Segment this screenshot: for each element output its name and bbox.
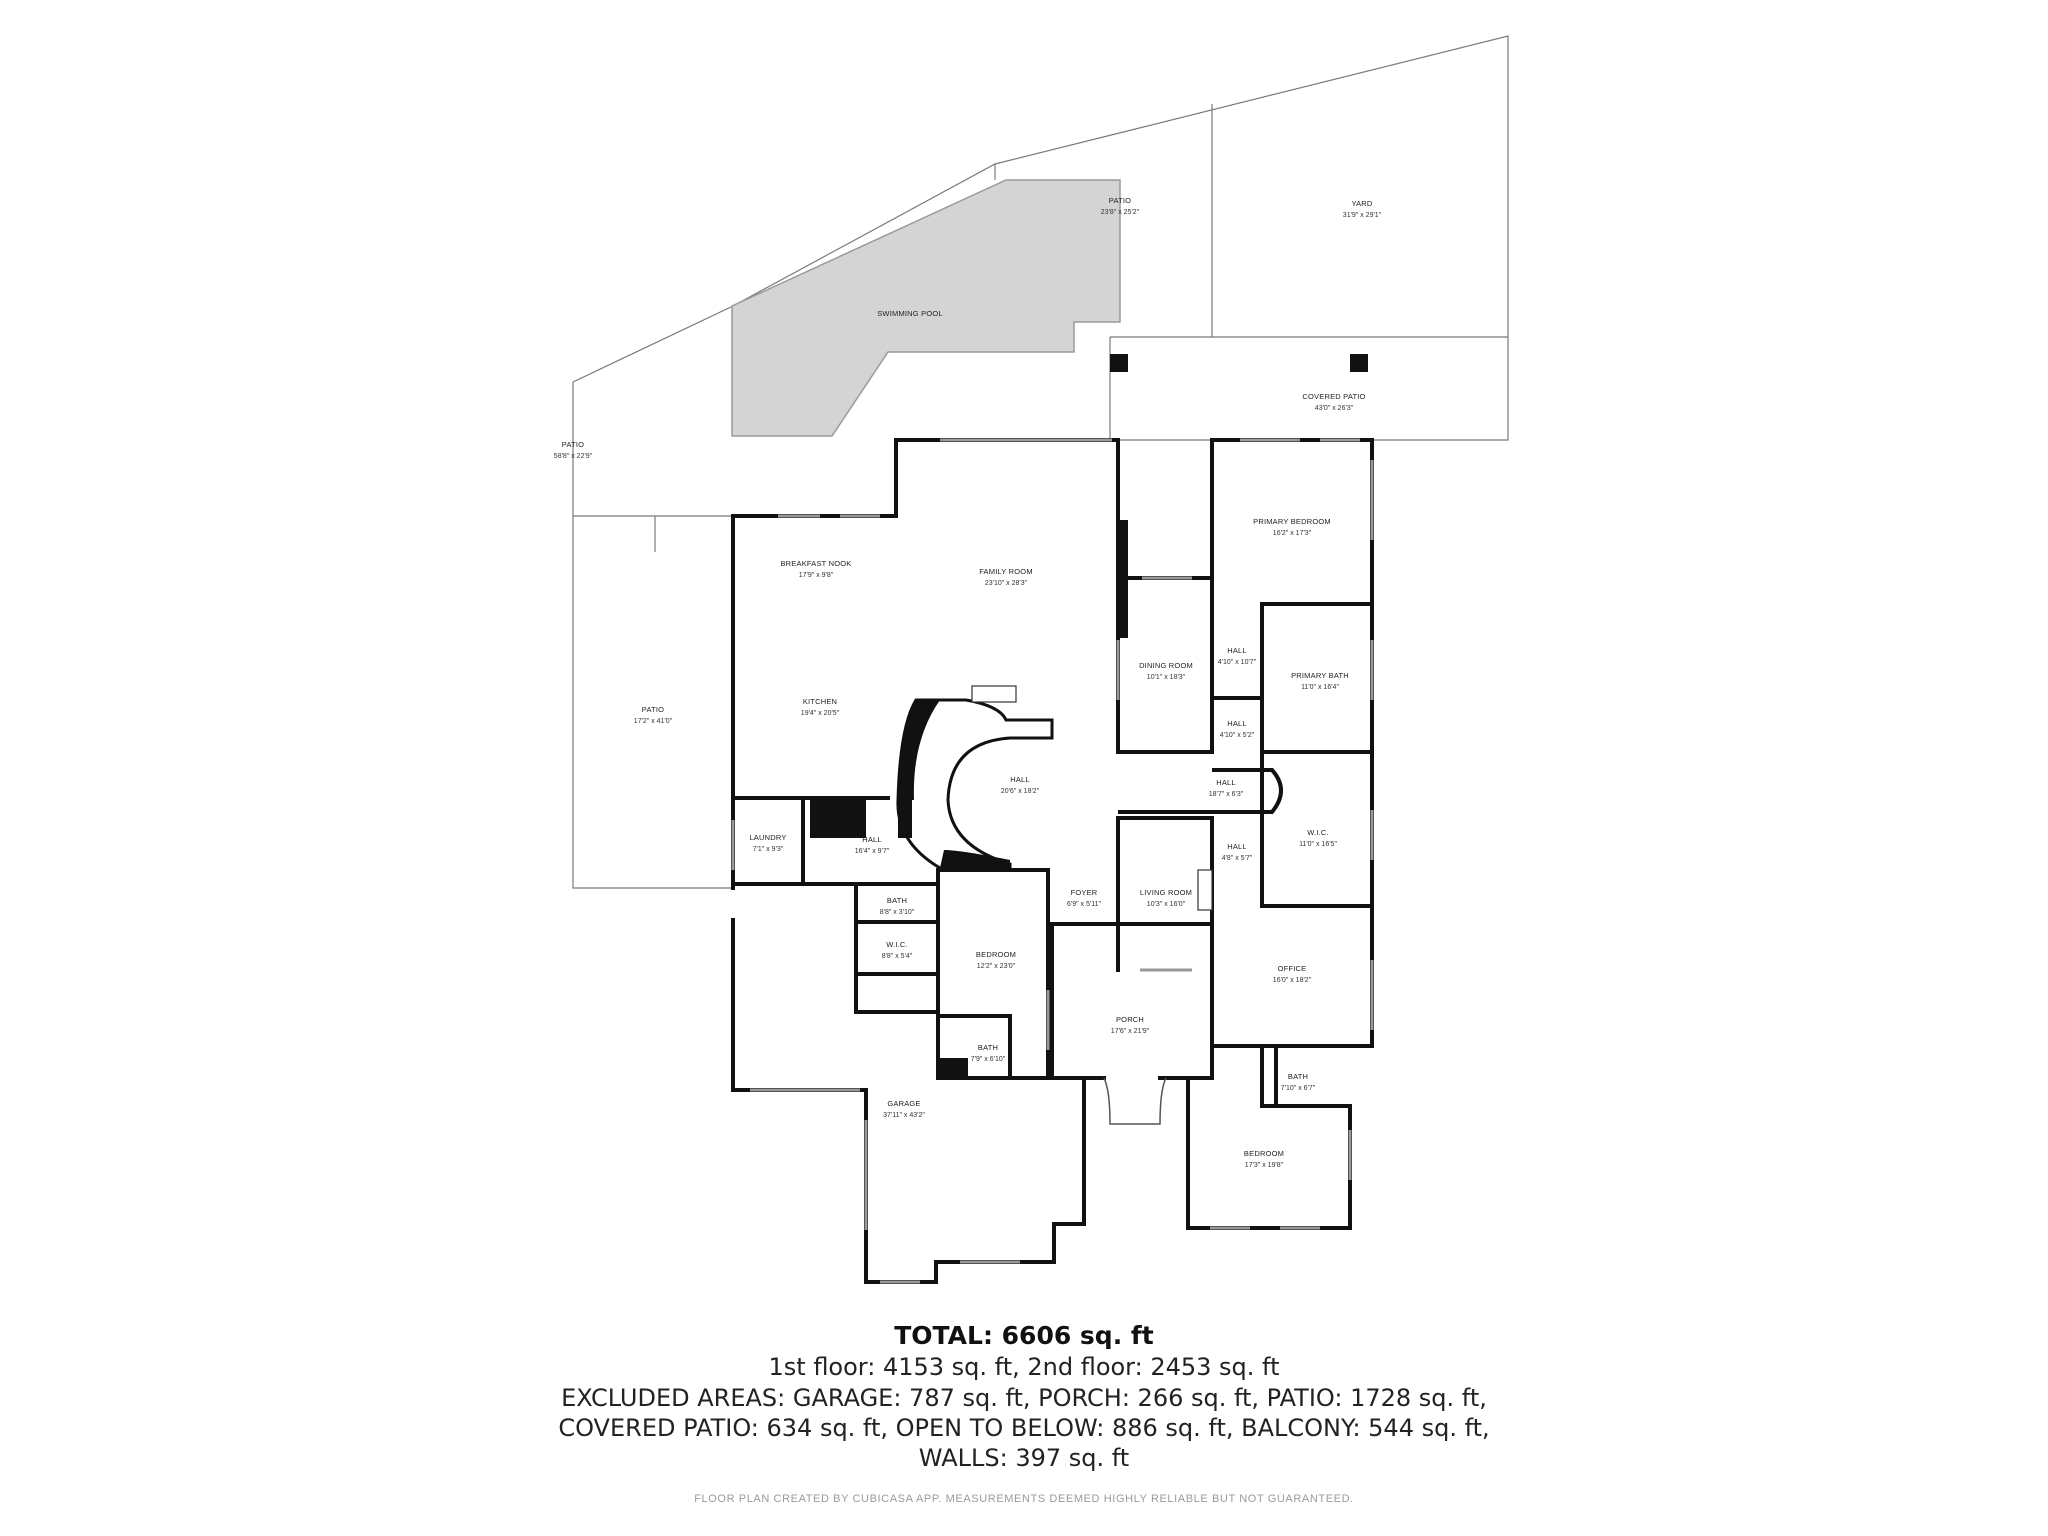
room-name-hall-b: HALL [1227, 719, 1247, 728]
room-labels: PATIO 58'8" x 22'9" SWIMMING POOL PATIO … [554, 196, 1382, 1169]
room-dim-covered-patio: 43'0" x 26'3" [1315, 405, 1354, 412]
excluded-areas-line-2: COVERED PATIO: 634 sq. ft, OPEN TO BELOW… [558, 1414, 1490, 1442]
room-dim-patio-top: 23'8" x 25'2" [1101, 209, 1140, 216]
excluded-areas-line-1: EXCLUDED AREAS: GARAGE: 787 sq. ft, PORC… [561, 1384, 1487, 1412]
wall-block [940, 1058, 968, 1078]
room-name-office: OFFICE [1278, 964, 1307, 973]
room-name-bath-b: BATH [978, 1043, 998, 1052]
outdoor-outlines [572, 35, 1509, 889]
room-name-swimming-pool: SWIMMING POOL [877, 309, 943, 318]
stair-solid [898, 794, 912, 838]
room-name-bath-a: BATH [887, 896, 907, 905]
room-dim-bath-a: 8'8" x 3'10" [880, 909, 915, 916]
room-dim-bedroom-b: 17'3" x 19'8" [1245, 1162, 1284, 1169]
room-dim-porch: 17'6" x 21'9" [1111, 1028, 1150, 1035]
room-dim-patio-side: 17'2" x 41'0" [634, 718, 673, 725]
floor-areas: 1st floor: 4153 sq. ft, 2nd floor: 2453 … [768, 1353, 1280, 1381]
room-name-covered-patio: COVERED PATIO [1302, 392, 1365, 401]
windows [731, 438, 1374, 1284]
room-dim-wic-b: 8'8" x 5'4" [882, 953, 913, 960]
room-name-primary-bath: PRIMARY BATH [1291, 671, 1349, 680]
room-name-kitchen: KITCHEN [803, 697, 837, 706]
room-name-living-room: LIVING ROOM [1140, 888, 1192, 897]
wall-block [1118, 520, 1128, 594]
room-name-breakfast-nook: BREAKFAST NOOK [780, 559, 851, 568]
patio-column [1350, 354, 1368, 372]
room-dim-yard: 31'9" x 29'1" [1343, 212, 1382, 219]
room-dim-bath-c: 7'10" x 6'7" [1281, 1085, 1316, 1092]
room-name-wic-a: W.I.C. [1307, 828, 1329, 837]
room-name-family-room: FAMILY ROOM [979, 567, 1033, 576]
room-name-dining-room: DINING ROOM [1139, 661, 1193, 670]
fireplace [971, 685, 1017, 703]
hall-curved-wall [1118, 768, 1283, 814]
room-dim-patio-large: 58'8" x 22'9" [554, 453, 593, 460]
room-name-patio-side: PATIO [642, 705, 664, 714]
excluded-areas-line-3: WALLS: 397 sq. ft [918, 1444, 1130, 1472]
porch-arch [1103, 1077, 1167, 1125]
room-name-patio-top: PATIO [1109, 196, 1131, 205]
room-name-hall-d: HALL [862, 835, 882, 844]
room-name-hall-main: HALL [1010, 775, 1030, 784]
patio-column [1110, 354, 1128, 372]
room-name-wic-b: W.I.C. [886, 940, 908, 949]
room-dim-hall-e: 4'8" x 5'7" [1222, 855, 1253, 862]
room-dim-laundry: 7'1" x 9'3" [753, 846, 784, 853]
room-name-hall-a: HALL [1227, 646, 1247, 655]
room-dim-primary-bedroom: 16'2" x 17'3" [1273, 530, 1312, 537]
room-name-porch: PORCH [1116, 1015, 1144, 1024]
room-name-hall-c: HALL [1216, 778, 1236, 787]
room-dim-wic-a: 11'0" x 16'5" [1299, 841, 1337, 848]
room-name-foyer: FOYER [1071, 888, 1098, 897]
wall-block [1118, 578, 1128, 638]
room-dim-office: 16'0" x 18'2" [1273, 977, 1312, 984]
room-dim-bath-b: 7'9" x 6'10" [971, 1056, 1006, 1063]
room-dim-hall-main: 20'6" x 18'2" [1001, 788, 1040, 795]
fireplace [1197, 869, 1213, 911]
room-dim-hall-c: 18'7" x 6'3" [1209, 791, 1244, 798]
room-dim-breakfast-nook: 17'9" x 9'8" [799, 572, 834, 579]
wall-block [810, 798, 866, 838]
room-dim-primary-bath: 11'0" x 16'4" [1301, 684, 1339, 691]
room-name-primary-bedroom: PRIMARY BEDROOM [1253, 517, 1331, 526]
stair-solid [897, 700, 940, 800]
room-dim-hall-b: 4'10" x 5'2" [1220, 732, 1255, 739]
room-name-bath-c: BATH [1288, 1072, 1308, 1081]
room-dim-living-room: 10'3" x 16'0" [1147, 901, 1186, 908]
room-dim-garage: 37'11" x 43'2" [883, 1112, 925, 1119]
room-dim-dining-room: 10'1" x 18'3" [1147, 674, 1186, 681]
room-name-garage: GARAGE [887, 1099, 920, 1108]
room-dim-hall-a: 4'10" x 10'7" [1218, 659, 1257, 666]
room-dim-hall-d: 16'4" x 9'7" [855, 848, 890, 855]
credit-note: FLOOR PLAN CREATED BY CUBICASA APP. MEAS… [694, 1493, 1354, 1505]
room-name-hall-e: HALL [1227, 842, 1247, 851]
room-dim-foyer: 6'9" x 5'11" [1067, 901, 1101, 908]
room-name-bedroom-a: BEDROOM [976, 950, 1016, 959]
room-name-bedroom-b: BEDROOM [1244, 1149, 1284, 1158]
stair-solid [940, 850, 1010, 868]
room-name-yard: YARD [1351, 199, 1372, 208]
swimming-pool-area [731, 179, 1121, 437]
room-dim-kitchen: 19'4" x 20'5" [801, 710, 840, 717]
room-name-laundry: LAUNDRY [749, 833, 786, 842]
total-area: TOTAL: 6606 sq. ft [894, 1321, 1154, 1350]
room-dim-bedroom-a: 12'2" x 23'0" [977, 963, 1016, 970]
room-name-patio-large: PATIO [562, 440, 584, 449]
room-dim-family-room: 23'10" x 28'3" [985, 580, 1028, 587]
